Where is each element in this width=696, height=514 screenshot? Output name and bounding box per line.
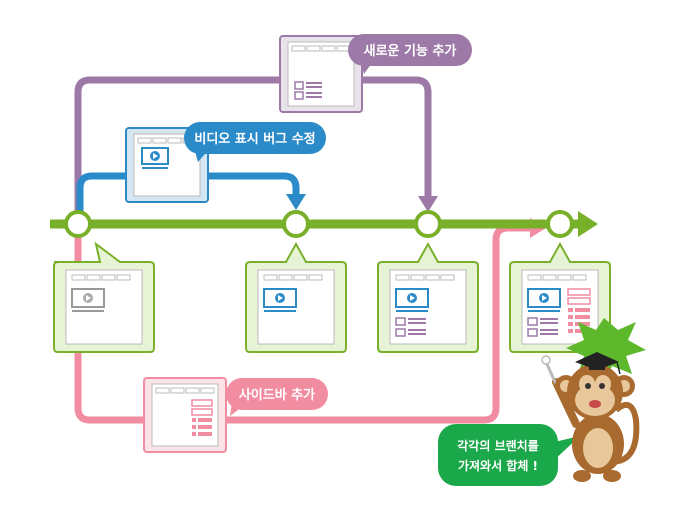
feature-merged-card <box>377 241 479 353</box>
merge-label-line1: 각각의 브랜치를 <box>457 438 538 453</box>
feature-branch-arrow <box>418 196 438 212</box>
feature-label-bubble: 새로운 기능 추가 <box>348 34 472 74</box>
sidebar-label-bubble: 사이드바 추가 <box>226 378 328 416</box>
video-merged-card <box>245 241 347 353</box>
feature-card <box>279 35 363 113</box>
video-branch-arrow <box>286 194 306 210</box>
video-label: 비디오 표시 버그 수정 <box>194 131 315 147</box>
video-label-bubble: 비디오 표시 버그 수정 <box>184 122 326 162</box>
commit-node-2 <box>282 210 310 238</box>
sidebar-branch-line <box>74 224 536 424</box>
main-branch-arrow <box>578 211 598 237</box>
video-fix-card <box>125 127 209 203</box>
commit-node-1 <box>64 210 92 238</box>
merge-speech-bubble: 각각의 브랜치를 가져와서 합체 ! <box>438 424 580 486</box>
monkey-graduate-icon <box>541 318 646 482</box>
sidebar-card <box>143 377 227 453</box>
commit-node-3 <box>414 210 442 238</box>
feature-label: 새로운 기능 추가 <box>364 43 457 59</box>
feature-branch-line <box>74 76 432 222</box>
merge-label-line2: 가져와서 합체 ! <box>458 458 538 473</box>
commit-node-4 <box>546 210 574 238</box>
initial-card <box>53 241 155 353</box>
sidebar-label: 사이드바 추가 <box>239 387 315 403</box>
